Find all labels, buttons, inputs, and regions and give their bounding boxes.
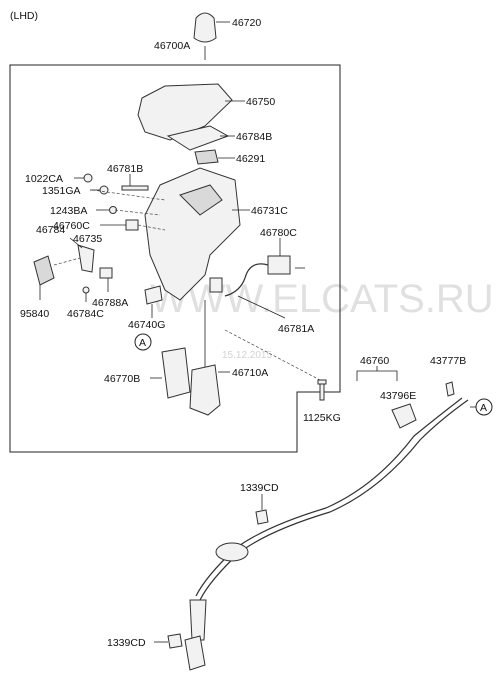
label-1339CD-lower: 1339CD xyxy=(107,637,146,649)
label-46735: 46735 xyxy=(73,233,102,245)
label-1022CA: 1022CA xyxy=(25,173,63,185)
label-95840: 95840 xyxy=(20,308,49,320)
label-46731C: 46731C xyxy=(251,205,288,217)
watermark-site: WWW.ELCATS.RU xyxy=(150,277,494,321)
label-46770B: 46770B xyxy=(104,373,140,385)
lever-46710A xyxy=(189,364,221,416)
label-1351GA: 1351GA xyxy=(42,185,81,197)
label-46760: 46760 xyxy=(360,355,389,367)
bezel-cover xyxy=(137,83,233,141)
label-46760C: 46760C xyxy=(53,220,90,232)
nut-1022CA xyxy=(83,173,93,183)
ref-a-callout-left xyxy=(134,333,152,351)
washer-1351GA xyxy=(99,185,109,195)
label-46780C: 46780C xyxy=(260,227,297,239)
label-46784: 46784 xyxy=(36,224,65,236)
housing-slot xyxy=(179,184,223,216)
actuator-95840 xyxy=(33,255,55,286)
label-43777B: 43777B xyxy=(430,355,466,367)
pin-46781B xyxy=(121,185,149,191)
nut-1339CD-lower xyxy=(167,633,183,649)
watermark-date: 15.12.2015 xyxy=(222,350,272,361)
label-46740G: 46740G xyxy=(128,319,165,331)
label-ref-a-right: A xyxy=(480,402,487,414)
label-46784B: 46784B xyxy=(236,131,272,143)
variant-label: (LHD) xyxy=(10,10,38,22)
label-46781B: 46781B xyxy=(107,163,143,175)
label-46700A: 46700A xyxy=(154,40,190,52)
label-ref-a-left: A xyxy=(139,337,146,349)
sensor-46780C xyxy=(209,255,291,297)
label-46781A: 46781A xyxy=(278,323,314,335)
label-46291: 46291 xyxy=(236,153,265,165)
bracket-46291 xyxy=(194,149,219,165)
label-1243BA: 1243BA xyxy=(50,205,87,217)
shift-cable-46760 xyxy=(184,397,469,671)
bolt-1125KG xyxy=(317,379,327,401)
stopper-46740G xyxy=(144,285,163,305)
clip-46788A xyxy=(99,267,113,279)
shift-knob xyxy=(193,12,217,60)
bushing-46760C xyxy=(125,219,139,231)
label-43796E: 43796E xyxy=(380,390,416,402)
part-46735 xyxy=(77,244,95,273)
label-1339CD-upper: 1339CD xyxy=(240,482,279,494)
assembly-frame xyxy=(9,64,341,453)
nut-1339CD-upper xyxy=(255,509,269,525)
label-46710A: 46710A xyxy=(232,367,268,379)
label-46788A: 46788A xyxy=(92,297,128,309)
clip-43777B xyxy=(445,381,455,397)
label-46720: 46720 xyxy=(232,17,261,29)
label-46750: 46750 xyxy=(246,96,275,108)
label-46784C: 46784C xyxy=(67,308,104,320)
bracket-46770B xyxy=(161,347,191,399)
bracket-43796E xyxy=(391,403,417,429)
label-1125KG: 1125KG xyxy=(303,412,341,424)
pin-46784C xyxy=(82,286,90,294)
